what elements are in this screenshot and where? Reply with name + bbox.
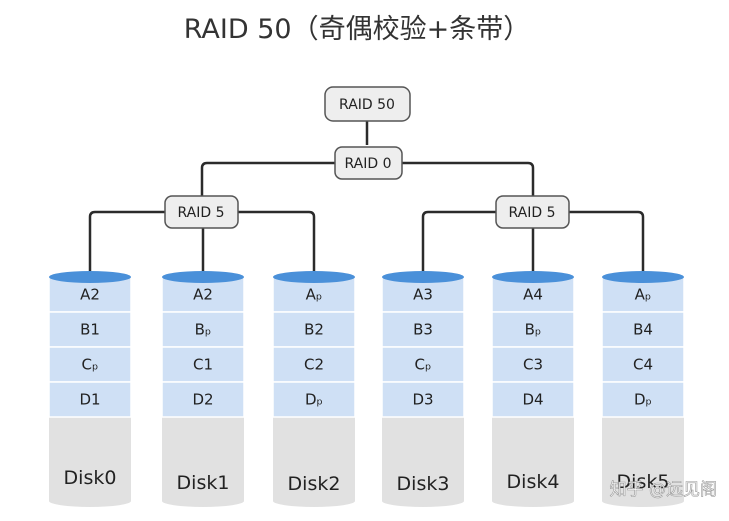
- disk-top: [382, 271, 464, 283]
- disk-block-label: B1: [80, 321, 100, 339]
- disk-label: Disk4: [507, 471, 560, 493]
- disk-block: [272, 346, 356, 383]
- node-raid0: RAID 0: [334, 146, 403, 180]
- disk-block-label: B2: [304, 321, 324, 339]
- disk-block-label: C2: [304, 356, 324, 374]
- disk-body: [49, 417, 131, 507]
- disk-block: [491, 311, 575, 348]
- disk-block-label: D3: [412, 391, 433, 409]
- disk-block: [601, 311, 685, 348]
- disk-block-label: B3: [413, 321, 433, 339]
- disk-block-label: Aₚ: [635, 286, 652, 304]
- connector-left-disk0: [88, 210, 165, 273]
- disk-top: [49, 271, 131, 283]
- disk-block: [272, 381, 356, 418]
- disk-block-label: C3: [523, 356, 543, 374]
- connector-right-disk5: [569, 210, 645, 273]
- disk-block: [48, 381, 132, 418]
- disk-block: [48, 346, 132, 383]
- connector-lines: [88, 121, 645, 273]
- disk-block-label: D4: [522, 391, 543, 409]
- diagram-title: RAID 50（奇偶校验+条带）: [184, 14, 530, 45]
- disk-block-label: D2: [192, 391, 213, 409]
- disk-block: [381, 381, 465, 418]
- disk-block-label: Bₚ: [525, 321, 542, 339]
- disk-label: Disk3: [397, 473, 450, 495]
- node-raid5-left: RAID 5: [164, 195, 239, 229]
- node-raid50-label: RAID 50: [339, 97, 395, 113]
- disk-block: [601, 346, 685, 383]
- disk-body: [492, 417, 574, 507]
- disk-label: Disk2: [288, 473, 341, 495]
- disk-label: Disk1: [177, 472, 230, 494]
- disk-block-label: Cₚ: [82, 356, 99, 374]
- disk-block-label: C1: [193, 356, 213, 374]
- watermark: 知乎 @远见阁: [610, 480, 717, 500]
- disk-body: [382, 417, 464, 507]
- node-raid5-right-label: RAID 5: [508, 205, 555, 221]
- disk-label: Disk0: [64, 467, 117, 489]
- node-raid50: RAID 50: [324, 86, 411, 122]
- disk-top: [273, 271, 355, 283]
- disk-block-label: C4: [633, 356, 653, 374]
- disk-block: [161, 381, 245, 418]
- disk-block: [381, 311, 465, 348]
- disk-block-label: Cₚ: [415, 356, 432, 374]
- disk-block-label: Dₚ: [634, 391, 652, 409]
- disk-block: [601, 381, 685, 418]
- disk-block-label: A2: [193, 286, 213, 304]
- node-raid0-label: RAID 0: [344, 156, 391, 172]
- connector-mid-right: [400, 161, 535, 212]
- disk-top: [162, 271, 244, 283]
- disk-block-label: Aₚ: [306, 286, 323, 304]
- disk-body: [273, 417, 355, 507]
- disk-body: [602, 417, 684, 507]
- disk-block-label: B4: [633, 321, 653, 339]
- disk-label: Disk5: [617, 471, 670, 493]
- disk-block-label: D1: [79, 391, 100, 409]
- disk-block-label: Bₚ: [195, 321, 212, 339]
- disk-block-label: A4: [523, 286, 543, 304]
- disk-top: [602, 271, 684, 283]
- disk-block: [381, 346, 465, 383]
- connector-left-disk2: [238, 210, 316, 273]
- disk-block: [161, 346, 245, 383]
- disk-block: [491, 381, 575, 418]
- disk-block-label: Dₚ: [305, 391, 323, 409]
- connector-mid-left: [200, 161, 335, 212]
- disk-block: [272, 311, 356, 348]
- node-raid5-left-label: RAID 5: [177, 205, 224, 221]
- disk-top: [492, 271, 574, 283]
- node-raid5-right: RAID 5: [495, 195, 570, 229]
- connector-right-disk3: [421, 210, 496, 273]
- disk-block-label: A2: [80, 286, 100, 304]
- disk-block: [161, 311, 245, 348]
- disk-block-label: A3: [413, 286, 433, 304]
- disk-array: A2B1CₚD1Disk0A2BₚC1D2Disk1AₚB2C2DₚDisk2A…: [48, 271, 685, 507]
- disk-body: [162, 417, 244, 507]
